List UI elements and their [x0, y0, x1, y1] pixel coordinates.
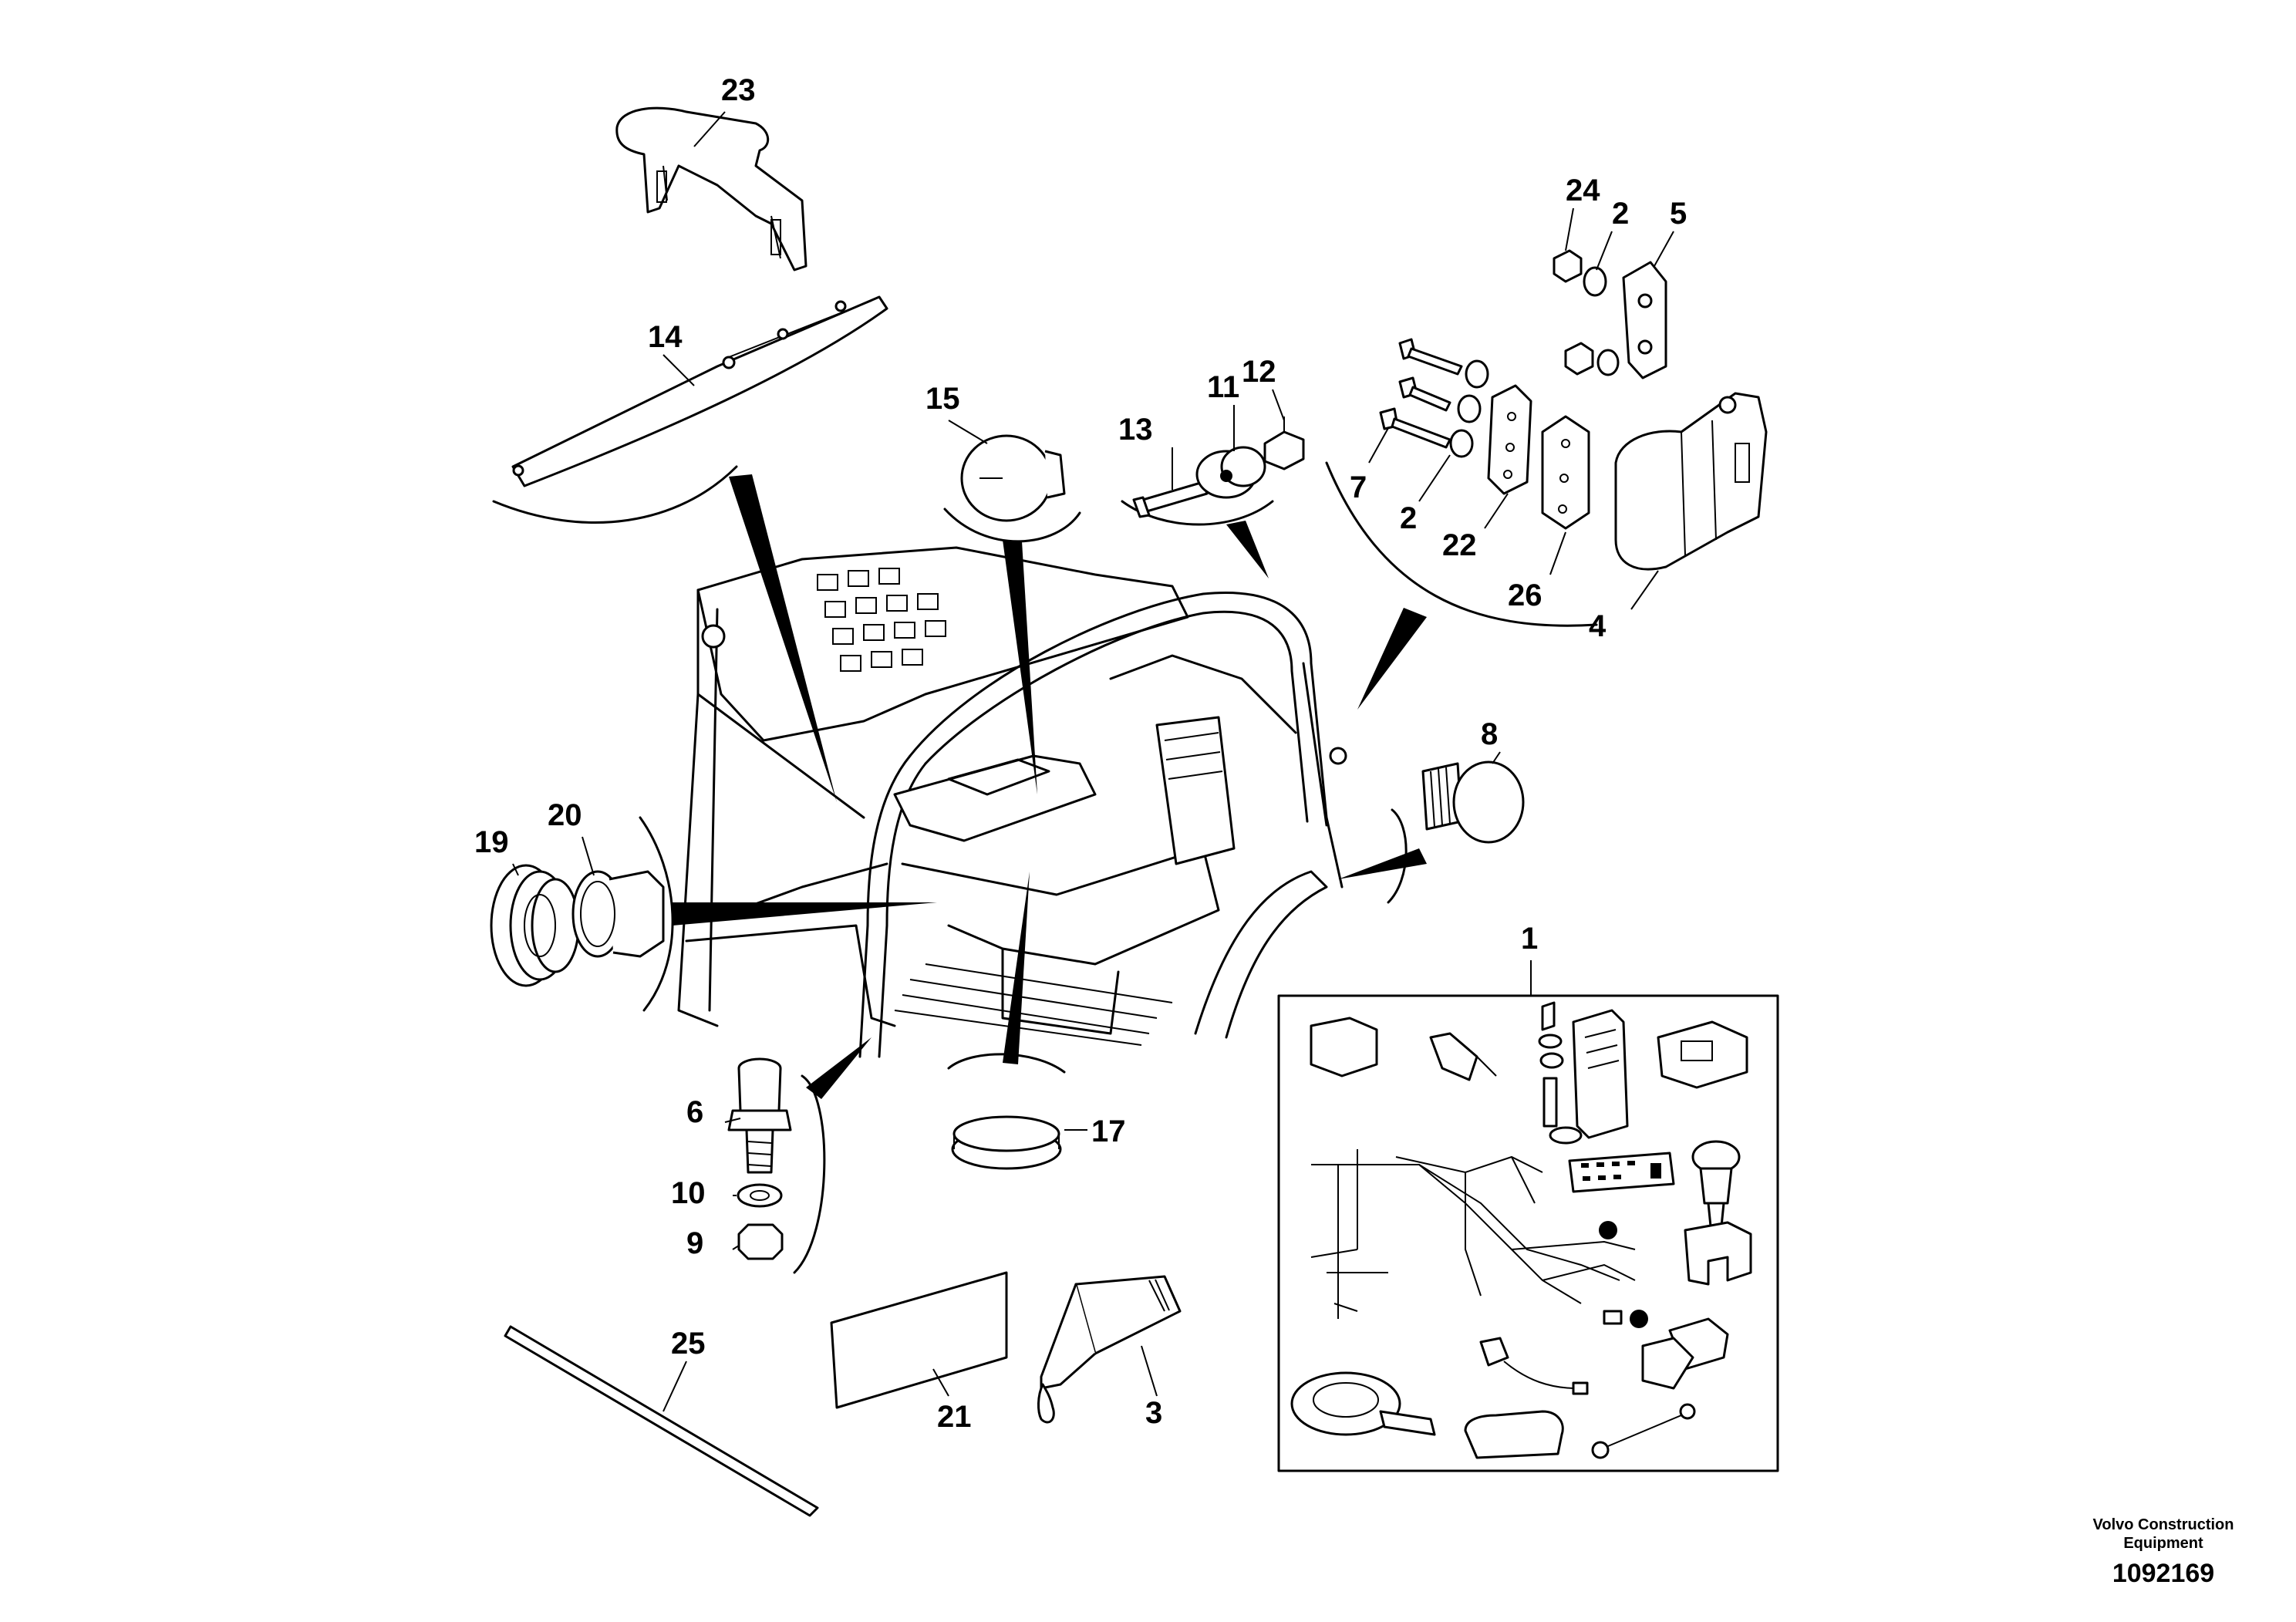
- callout-5: 5: [1670, 197, 1687, 231]
- part-3-tube: [1037, 1275, 1182, 1424]
- callout-11: 11: [1207, 370, 1239, 404]
- part-group-light: [1379, 249, 1768, 571]
- callout-8: 8: [1481, 717, 1498, 751]
- callout-10: 10: [671, 1176, 706, 1210]
- parts-6-10-9: [727, 1057, 792, 1260]
- callout-1: 1: [1521, 922, 1538, 956]
- callout-19: 19: [474, 825, 509, 859]
- part-25-strip: [504, 1325, 819, 1517]
- part-15-cap: [960, 434, 1066, 522]
- callout-21: 21: [937, 1400, 972, 1434]
- callout-20: 20: [548, 798, 582, 832]
- callout-2-top: 2: [1612, 197, 1629, 231]
- callout-15: 15: [925, 382, 960, 416]
- brand-label: Volvo Construction Equipment: [2092, 1516, 2234, 1552]
- callout-7: 7: [1350, 470, 1367, 504]
- callout-24: 24: [1566, 174, 1600, 207]
- callout-22: 22: [1442, 528, 1477, 562]
- drawing-number: 1092169: [2112, 1559, 2215, 1588]
- callout-6: 6: [686, 1095, 703, 1129]
- part-23-bracket: [615, 106, 807, 271]
- leader-lines: [512, 111, 1674, 1412]
- callout-14: 14: [648, 320, 683, 354]
- callout-3: 3: [1145, 1396, 1162, 1430]
- machine-cab-frame: [677, 546, 1347, 1058]
- callout-labels: 23 14 15 11 12 13 24 2 5 7 2 22 26 4 8 1…: [474, 73, 1687, 1434]
- callout-4: 4: [1589, 609, 1607, 643]
- part-14-trim: [511, 295, 888, 487]
- callout-9: 9: [686, 1226, 703, 1260]
- kit-box-1: [1277, 994, 1779, 1472]
- part-21-decal: [830, 1271, 1008, 1409]
- callout-25: 25: [671, 1327, 706, 1361]
- callout-13: 13: [1118, 413, 1153, 447]
- part-17-plug: [951, 1115, 1062, 1170]
- callout-2-bottom: 2: [1400, 501, 1417, 535]
- callout-26: 26: [1508, 578, 1542, 612]
- parts-19-20-grommet: [490, 864, 665, 987]
- callout-12: 12: [1242, 355, 1276, 389]
- callout-23: 23: [721, 73, 756, 107]
- detail-arcs: [492, 461, 1598, 1274]
- drawing-footer: Volvo Construction Equipment 1092169: [2071, 1516, 2256, 1589]
- part-8-plug: [1421, 760, 1525, 844]
- parts-11-12-13: [1132, 416, 1305, 518]
- callout-17: 17: [1091, 1114, 1126, 1148]
